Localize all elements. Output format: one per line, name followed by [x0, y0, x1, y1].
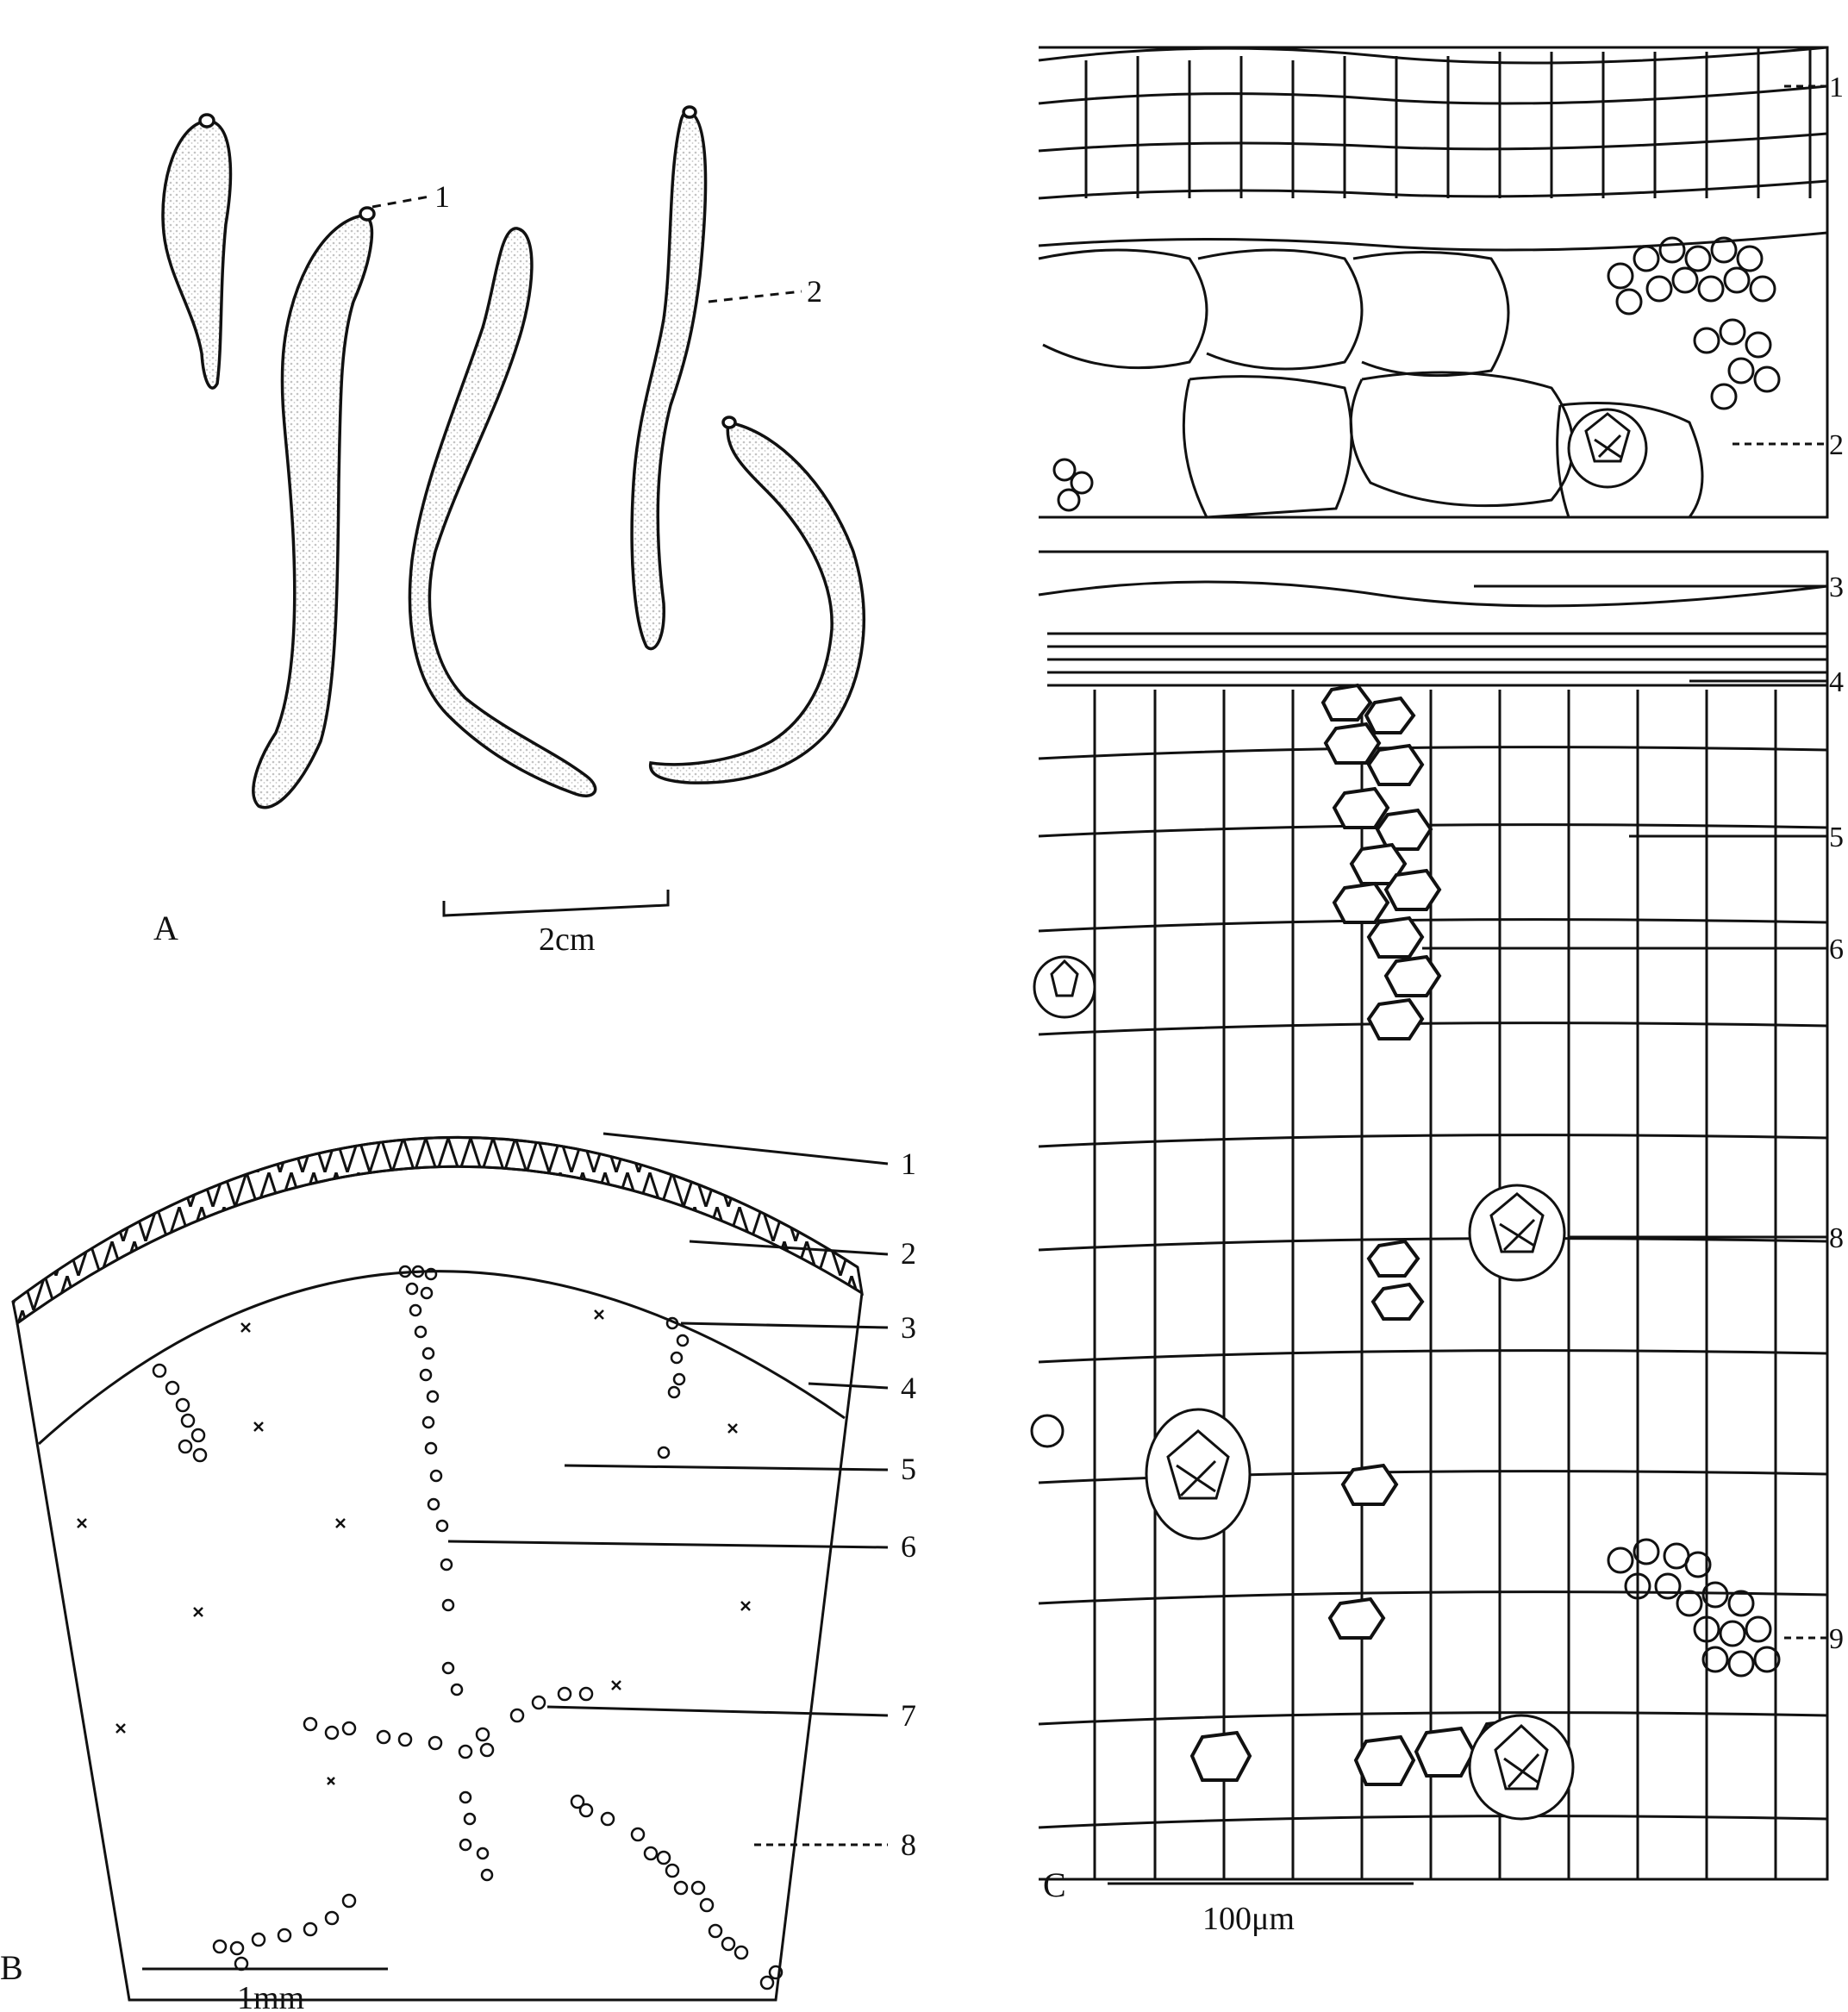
panel-b-vessels — [152, 1265, 784, 1990]
panel-c-druses — [1030, 408, 1648, 1821]
root-specimen-2 — [252, 214, 374, 809]
root-tip-2 — [359, 206, 376, 222]
panel-c-callout-9: 9 — [1829, 1623, 1844, 1655]
panel-b-callout-4: 4 — [901, 1371, 916, 1405]
panel-a-letter: A — [153, 909, 178, 947]
panel-b-callout-2: 2 — [901, 1236, 916, 1271]
root-specimen-1 — [161, 119, 233, 390]
panel-b-callout-5: 5 — [901, 1452, 916, 1486]
panel-c-callout-4: 4 — [1829, 666, 1844, 698]
root-specimen-4 — [630, 109, 708, 651]
root-tip-1 — [198, 113, 215, 128]
root-tip-4 — [682, 105, 697, 119]
panel-a-callouts — [371, 195, 802, 303]
panel-c-scale-label: 100μm — [1202, 1901, 1295, 1937]
panel-c-callout-1: 1 — [1829, 72, 1844, 103]
panel-c-callout-5: 5 — [1829, 822, 1844, 853]
root-specimen-5 — [649, 420, 865, 784]
panel-c-callout-3: 3 — [1829, 572, 1844, 603]
panel-b-callout-6: 6 — [901, 1529, 916, 1564]
panel-b-scale-label: 1mm — [237, 1980, 304, 2012]
panel-c-letter: C — [1043, 1865, 1066, 1904]
panel-c-stone-cells — [1052, 236, 1781, 1678]
cambium-line — [37, 1270, 846, 1446]
panel-c — [1038, 46, 1829, 1881]
panel-c-callout-6: 6 — [1829, 934, 1844, 965]
panel-b-callout-7: 7 — [901, 1698, 916, 1733]
panel-b-callout-3: 3 — [901, 1310, 916, 1345]
upper-tissue-block — [1039, 46, 1829, 519]
section-outline — [16, 1292, 864, 2002]
panel-b — [11, 1135, 865, 2002]
panel-b-callouts — [447, 1132, 889, 1846]
panel-c-callout-2: 2 — [1829, 429, 1844, 461]
panel-a-scale-label: 2cm — [539, 922, 595, 958]
root-tip-5 — [721, 416, 737, 429]
panel-a-scale-bar — [442, 890, 670, 917]
panel-a — [161, 105, 865, 809]
lower-tissue-block — [1039, 550, 1829, 1881]
panel-a-callout-2: 2 — [807, 274, 822, 309]
panel-a-callout-1: 1 — [434, 179, 450, 214]
panel-b-callout-1: 1 — [901, 1147, 916, 1181]
panel-b-callout-8: 8 — [901, 1828, 916, 1862]
panel-c-callouts — [1422, 84, 1827, 1640]
cork-layer — [11, 1135, 865, 1326]
panel-b-letter: B — [0, 1948, 23, 1987]
panel-c-callout-8: 8 — [1829, 1222, 1844, 1254]
root-specimen-3 — [408, 227, 597, 797]
panel-b-crystals — [77, 1309, 751, 1785]
